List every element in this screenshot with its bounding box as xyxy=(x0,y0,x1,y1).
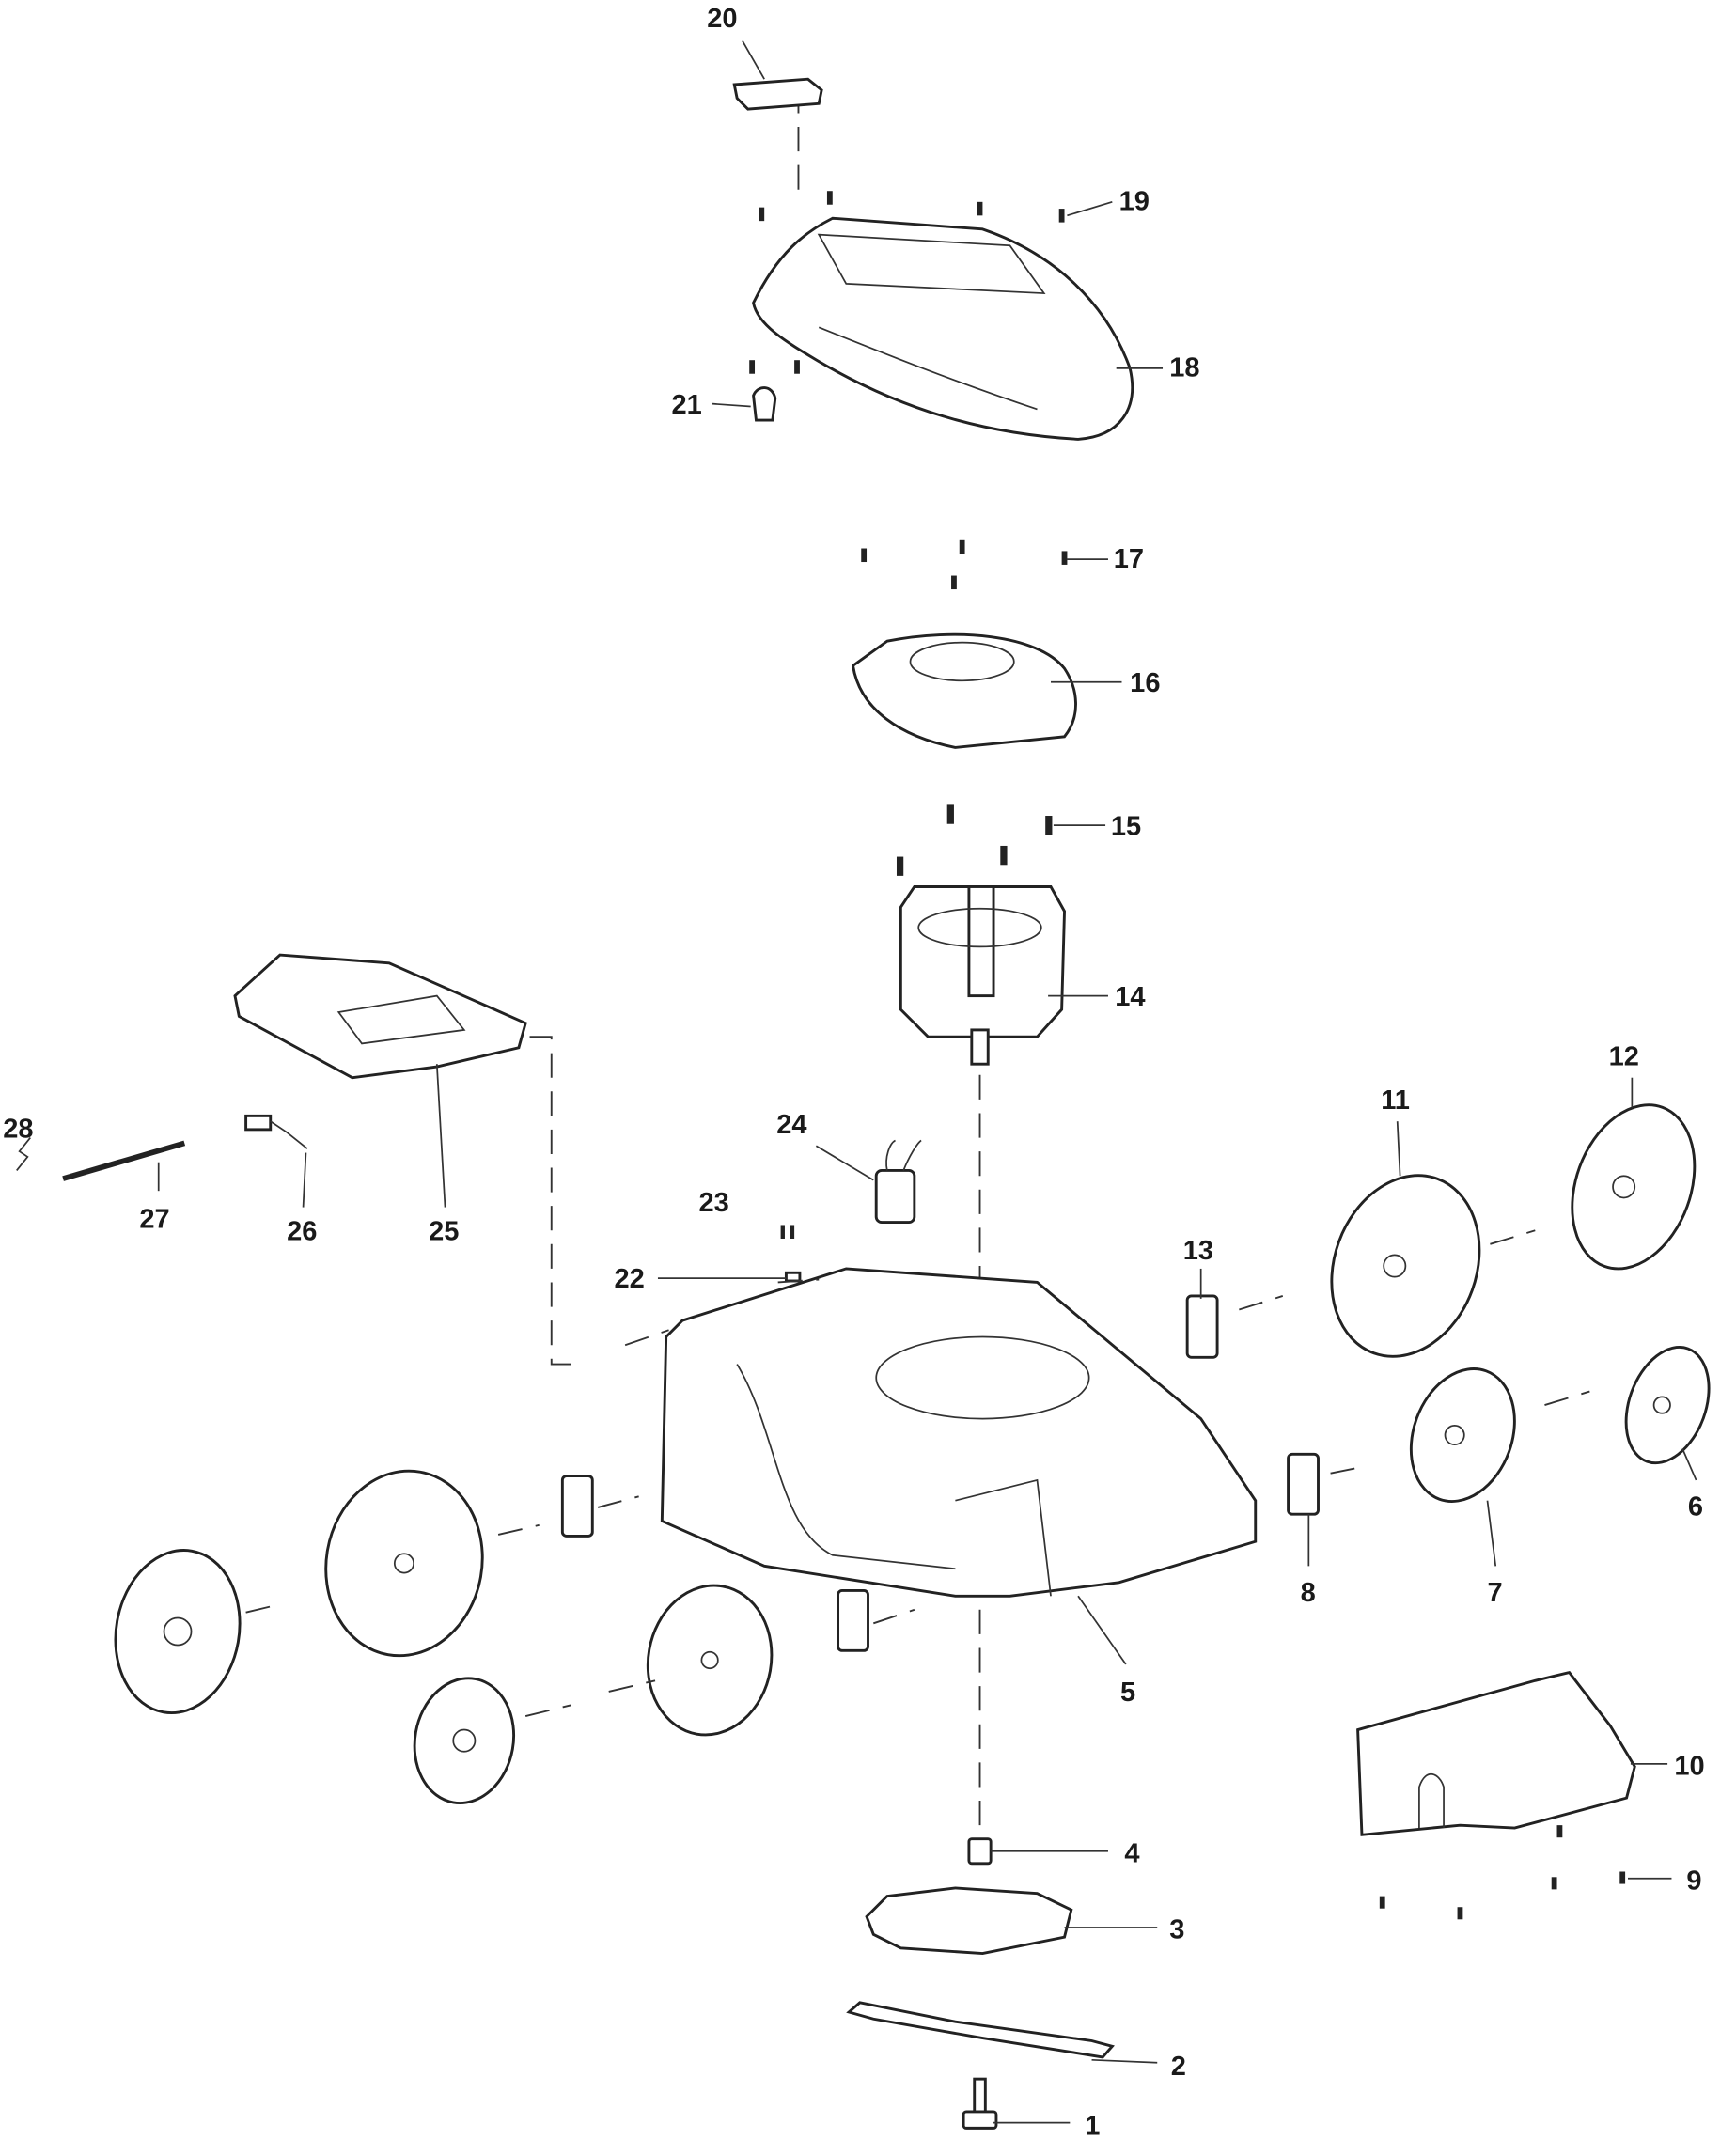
bracket-plates xyxy=(560,1294,1320,1652)
label-part-2: 2 xyxy=(1171,2052,1186,2082)
label-part-5: 5 xyxy=(1120,1678,1135,1708)
part-26-spring xyxy=(244,1114,308,1149)
part-24-capacitor xyxy=(874,1139,922,1225)
part-21-clip xyxy=(752,386,777,422)
label-part-14: 14 xyxy=(1115,982,1145,1012)
part-16-motor-cover xyxy=(851,632,1077,749)
part-5-deck xyxy=(660,1267,1258,1598)
axle-guides xyxy=(245,1229,1590,1717)
label-part-19: 19 xyxy=(1119,187,1150,217)
label-part-21: 21 xyxy=(671,390,701,420)
part-2-blade xyxy=(846,2001,1115,2059)
part-10-rear-cover xyxy=(1356,1670,1636,1836)
part-4-adapter xyxy=(967,1837,993,1866)
leader-lines xyxy=(157,40,1697,2124)
label-part-17: 17 xyxy=(1114,544,1144,574)
label-part-15: 15 xyxy=(1111,811,1141,841)
label-part-28: 28 xyxy=(3,1115,33,1145)
part-20-clip xyxy=(732,77,823,111)
screws-17 xyxy=(861,539,1068,590)
label-part-23: 23 xyxy=(699,1188,729,1218)
wheels xyxy=(114,1103,1711,1804)
part-3-blade-holder xyxy=(865,1886,1073,1956)
label-part-13: 13 xyxy=(1183,1236,1213,1266)
label-part-9: 9 xyxy=(1686,1866,1701,1896)
part-18-top-cover xyxy=(752,216,1134,441)
part-22 xyxy=(784,1271,802,1283)
label-part-25: 25 xyxy=(429,1216,459,1246)
part-labels: 20 19 18 21 17 16 15 14 12 11 28 24 23 2… xyxy=(3,4,1704,2139)
screws-15 xyxy=(896,804,1053,876)
label-part-22: 22 xyxy=(615,1264,645,1294)
label-part-20: 20 xyxy=(707,4,737,34)
part-27-rod xyxy=(62,1140,186,1181)
screws-9 xyxy=(1379,1825,1626,1920)
part-28-clip xyxy=(16,1137,31,1171)
label-part-24: 24 xyxy=(776,1110,806,1140)
label-part-26: 26 xyxy=(287,1216,317,1246)
label-part-11: 11 xyxy=(1381,1085,1410,1116)
label-part-16: 16 xyxy=(1130,668,1160,698)
part-1-bolt xyxy=(962,2077,998,2130)
part-14-motor xyxy=(899,885,1066,1066)
label-part-1: 1 xyxy=(1085,2112,1100,2139)
label-part-6: 6 xyxy=(1688,1492,1703,1522)
label-part-3: 3 xyxy=(1169,1915,1184,1945)
screws-19 xyxy=(749,191,1065,374)
label-part-12: 12 xyxy=(1609,1042,1639,1072)
label-part-7: 7 xyxy=(1487,1578,1502,1608)
part-23-screws xyxy=(780,1225,795,1239)
label-part-27: 27 xyxy=(139,1204,169,1234)
label-part-4: 4 xyxy=(1124,1838,1139,1868)
part-25-flap xyxy=(233,953,527,1080)
label-part-10: 10 xyxy=(1674,1751,1704,1781)
label-part-18: 18 xyxy=(1169,353,1199,383)
label-part-8: 8 xyxy=(1301,1578,1316,1608)
